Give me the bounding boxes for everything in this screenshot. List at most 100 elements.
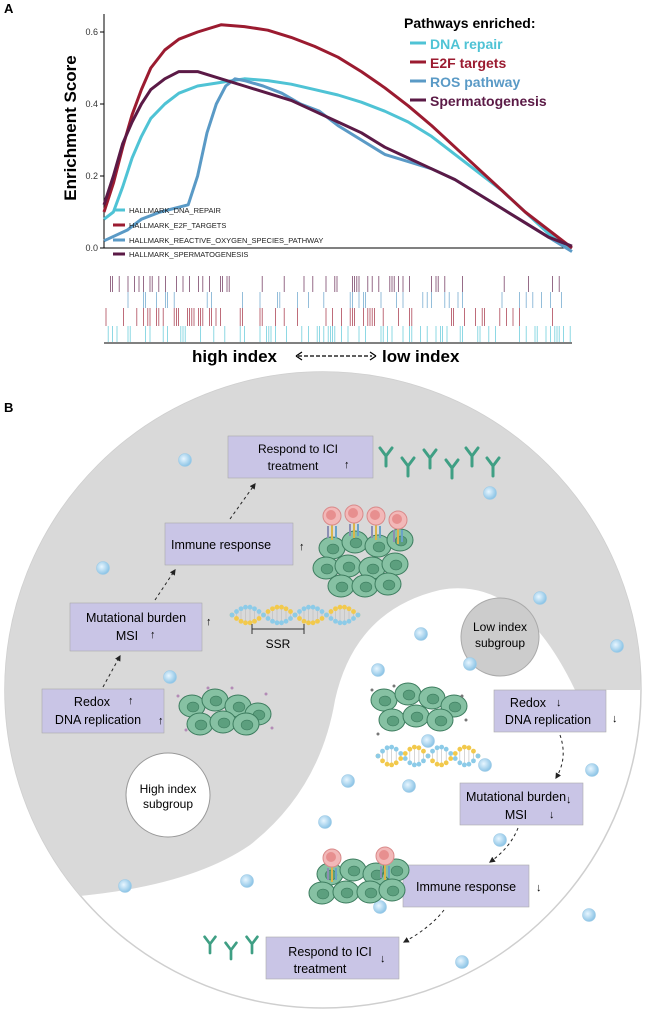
t-cell-icon: [344, 504, 364, 538]
tumor-cell-icon: [362, 862, 390, 886]
down-arrow-icon: ↓: [380, 953, 386, 965]
legend: DNA repair E2F targets ROS pathway Sperm…: [410, 36, 547, 109]
low-box-ici: Respond to ICI treatment ↓: [265, 936, 400, 980]
y-ticks: 0.00.20.40.6: [85, 27, 104, 253]
bubble-icon: [318, 815, 332, 829]
legend-item-dna-repair: DNA repair: [410, 36, 503, 52]
bubble-icon: [240, 874, 254, 888]
bubble-icon: [493, 833, 507, 847]
t-cell-icon: [388, 510, 408, 544]
bubble-icon: [483, 486, 497, 500]
particle-dot: [270, 726, 274, 730]
particle-dot: [460, 694, 464, 698]
antibody-icon: [464, 446, 480, 468]
antibody-icon: [444, 458, 460, 480]
gene-hit-barcode: [104, 276, 572, 344]
bubble-icon: [341, 774, 355, 788]
tumor-cell-icon: [402, 704, 430, 728]
cell-clusters: [176, 528, 468, 905]
box-line2: treatment: [268, 459, 319, 473]
series-line-spermatogenesis: [102, 70, 573, 248]
box-line2: DNA replication: [55, 713, 141, 727]
tumor-cell-icon: [394, 682, 422, 706]
antibody-icon: [422, 448, 438, 470]
inset-label: HALLMARK_REACTIVE_OXYGEN_SPECIES_PATHWAY: [129, 236, 323, 245]
inset-legend: HALLMARK_DNA_REPAIR HALLMARK_E2F_TARGETS…: [113, 206, 323, 259]
y-axis-label: Enrichment Score: [61, 55, 80, 201]
box-bg: [164, 522, 294, 566]
box-line2: treatment: [294, 962, 347, 976]
down-arrow-icon: ↓: [549, 809, 555, 821]
box-line1: Immune response: [171, 538, 271, 552]
box-line2: DNA replication: [505, 713, 591, 727]
antibody-icon: [400, 456, 416, 478]
box-bg: [265, 936, 400, 980]
gsea-chart: Enrichment Score 0.00.20.40.6 Pathways e…: [61, 14, 573, 366]
inset-label: HALLMARK_SPERMATOGENESIS: [129, 250, 248, 259]
flow-arrow: [402, 909, 445, 943]
down-arrow-icon: ↓: [536, 882, 542, 894]
bubble-icon: [178, 453, 192, 467]
antibody-icons: [203, 446, 501, 961]
bubble-icon: [478, 758, 492, 772]
box-line2: MSI: [505, 808, 527, 822]
tumor-cell-icon: [356, 880, 384, 904]
tumor-cell-icon: [332, 880, 360, 904]
tumor-cell-icon: [426, 708, 454, 732]
up-arrow-icon: ↑: [128, 695, 134, 707]
legend-label: Spermatogenesis: [430, 93, 547, 109]
particle-dot: [392, 684, 396, 688]
tumor-cell-icon: [308, 881, 336, 905]
box-line2: MSI: [116, 629, 138, 643]
tumor-cell-icon: [201, 688, 229, 712]
bubble-icon: [582, 908, 596, 922]
y-tick-label: 0.2: [85, 171, 98, 181]
tumor-cell-icon: [370, 688, 398, 712]
inset-label: HALLMARK_E2F_TARGETS: [129, 221, 226, 230]
yin-yang-diagram: High index subgroup Low index subgroup R…: [4, 371, 642, 1009]
bubble-icon: [585, 763, 599, 777]
low-subgroup-circle: [460, 597, 540, 677]
t-cell-icon: [322, 848, 342, 882]
bubble-icon: [402, 779, 416, 793]
bubble-icon: [421, 734, 435, 748]
tumor-cell-icon: [209, 710, 237, 734]
flow-arrows: [102, 483, 564, 943]
box-line1: Respond to ICI: [288, 945, 371, 959]
bubble-icon: [371, 663, 385, 677]
x-axis-label-low: low index: [382, 347, 460, 366]
direction-arrow: [295, 351, 377, 361]
bubble-icon: [533, 591, 547, 605]
box-line1: Respond to ICI: [258, 442, 338, 456]
tumor-cell-icon: [374, 572, 402, 596]
particle-dot: [184, 728, 188, 732]
bubble-icon: [118, 879, 132, 893]
low-index-subgroup: Low index subgroup: [460, 597, 540, 677]
up-arrow-icon: ↑: [206, 616, 212, 628]
high-box-mutation: Mutational burden MSI ↑ ↑: [69, 602, 212, 652]
tumor-cell-icon: [339, 858, 367, 882]
antibody-icon: [378, 446, 394, 468]
bubble-icon: [463, 657, 477, 671]
particle-dot: [230, 686, 234, 690]
y-tick-label: 0.0: [85, 243, 98, 253]
bubble-icon: [373, 900, 387, 914]
ssr-bracket: SSR: [251, 624, 305, 651]
high-box-immune: Immune response ↑: [164, 522, 305, 566]
up-arrow-icon: ↑: [299, 541, 305, 553]
high-box-redox: Redox DNA replication ↑ ↑: [41, 688, 165, 734]
legend-label: ROS pathway: [430, 74, 520, 90]
legend-item-e2f-targets: E2F targets: [410, 55, 506, 71]
t-cell-icon: [322, 506, 342, 540]
high-subgroup-line1: High index: [140, 782, 197, 796]
antibody-icon: [203, 935, 217, 955]
tumor-cell-icon: [334, 554, 362, 578]
box-line1: Immune response: [416, 880, 516, 894]
legend-item-spermatogenesis: Spermatogenesis: [410, 93, 547, 109]
dna-helix-icon: [229, 604, 361, 626]
flow-arrow: [154, 569, 176, 601]
t-cell-icons: [322, 504, 408, 882]
low-subgroup-line1: Low index: [473, 620, 527, 634]
t-cell-icon: [375, 846, 395, 880]
bubble-icon: [414, 627, 428, 641]
